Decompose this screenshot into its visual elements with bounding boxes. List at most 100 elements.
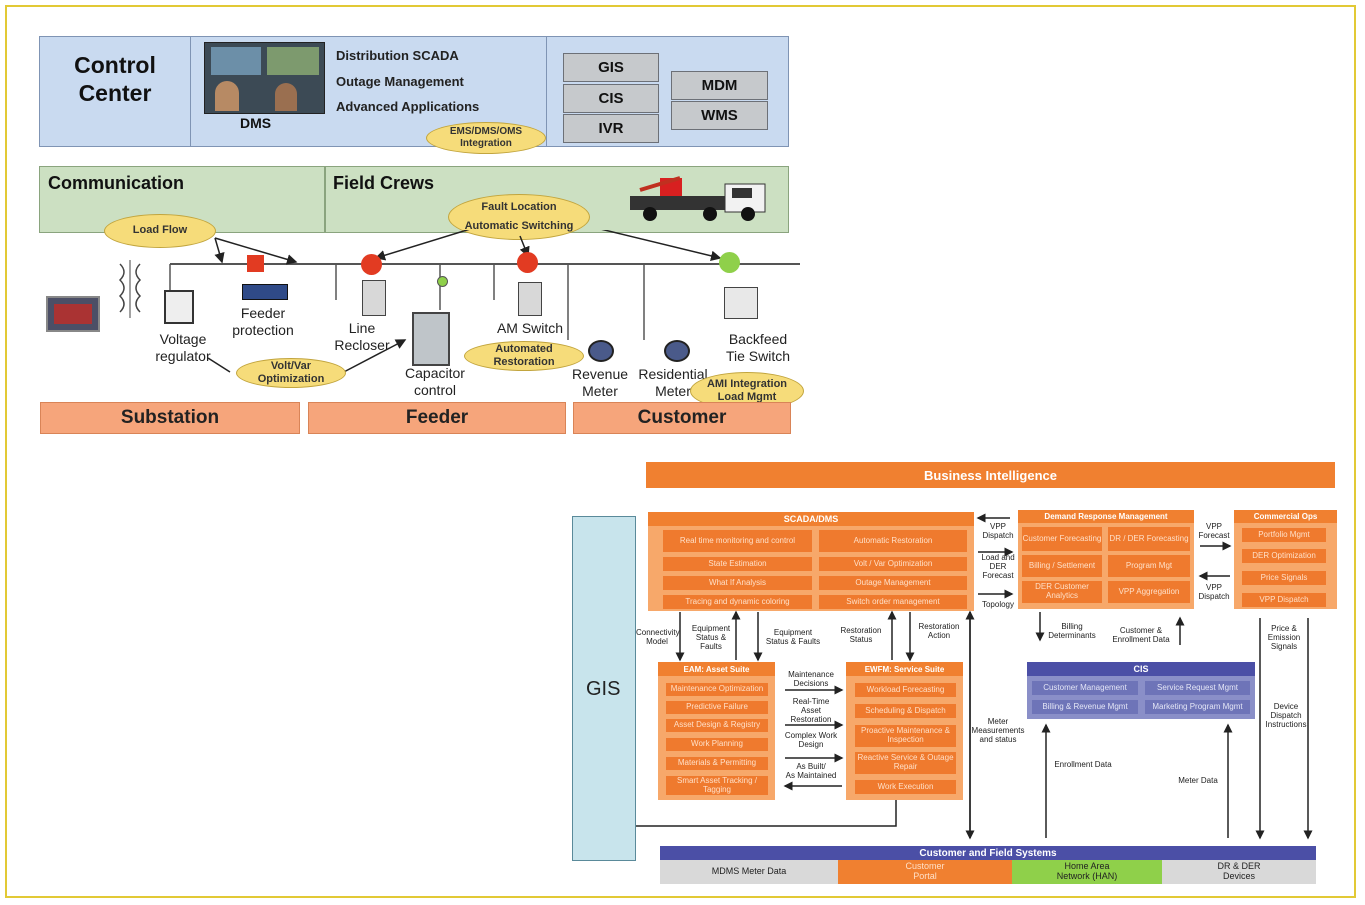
systems-divider <box>546 36 547 147</box>
feeder-protection-label: Feeder protection <box>232 305 294 338</box>
scada-item: Volt / Var Optimization <box>819 557 967 571</box>
eam-item: Maintenance Optimization <box>666 683 768 696</box>
dms-label: DMS <box>240 115 272 131</box>
feeder-line-diagram <box>118 230 800 375</box>
commercial-item: Portfolio Mgmt <box>1242 528 1326 542</box>
eam-title: EAM: Asset Suite <box>658 662 775 676</box>
substation-device-icon <box>46 296 100 332</box>
capacitor-control-label: Capacitor control <box>405 365 465 398</box>
customer-bar: Customer <box>573 402 791 434</box>
field-crews-label: Field Crews <box>333 173 435 193</box>
flow-label: VPP Dispatch <box>1198 583 1230 602</box>
control-center-title: Control Center <box>74 52 156 106</box>
eam-item: Predictive Failure <box>666 701 768 714</box>
backfeed-switch-icon <box>724 287 758 319</box>
flow-label: Restoration Status <box>840 626 882 645</box>
automated-restoration-oval: Automated Restoration <box>464 341 584 371</box>
ivr-box: IVR <box>563 114 659 143</box>
capacitor-control-icon <box>412 312 450 366</box>
gis-box: GIS <box>563 53 659 82</box>
feeder-bar: Feeder <box>308 402 566 434</box>
eam-item: Materials & Permitting <box>666 757 768 770</box>
han-cell: Home Area Network (HAN) <box>1012 860 1162 884</box>
mdms-meter-data-cell: MDMS Meter Data <box>660 860 838 884</box>
flow-label: Topology <box>981 600 1015 609</box>
commercial-item: VPP Dispatch <box>1242 593 1326 607</box>
eam-item: Work Planning <box>666 738 768 751</box>
voltage-regulator-label: Voltage regulator <box>155 331 211 364</box>
gis-label: GIS <box>586 678 621 700</box>
ewfm-item: Reactive Service & Outage Repair <box>855 752 956 774</box>
wms-box: WMS <box>671 101 768 130</box>
drm-item: DER Customer Analytics <box>1022 581 1102 603</box>
flow-label: Meter Data <box>1178 776 1218 785</box>
flow-label: Load and DER Forecast <box>981 553 1015 581</box>
scada-item: Tracing and dynamic coloring <box>663 595 812 609</box>
line-recloser-icon <box>362 280 386 316</box>
volt-var-oval: Volt/Var Optimization <box>236 358 346 388</box>
tie-switch-breaker-green <box>719 252 740 273</box>
drm-title: Demand Response Management <box>1018 510 1194 523</box>
am-switch-label: AM Switch <box>496 320 564 336</box>
ewfm-item: Scheduling & Dispatch <box>855 704 956 718</box>
eam-item: Asset Design & Registry <box>666 719 768 732</box>
scada-item: What If Analysis <box>663 576 812 590</box>
voltage-regulator-icon <box>164 290 194 324</box>
fault-location-oval: Fault Location Automatic Switching <box>448 194 590 240</box>
business-intelligence-bar: Business Intelligence <box>646 462 1335 488</box>
ewfm-item: Work Execution <box>855 780 956 794</box>
revenue-meter-label: Revenue Meter <box>571 366 629 399</box>
load-flow-oval: Load Flow <box>104 214 216 248</box>
cis-item: Marketing Program Mgmt <box>1145 700 1250 714</box>
backfeed-tie-switch-label: Backfeed Tie Switch <box>725 331 791 364</box>
scada-item: Real time monitoring and control <box>663 530 812 552</box>
feeder-breaker-square <box>247 255 264 272</box>
ewfm-item: Workload Forecasting <box>855 683 956 697</box>
dms-function-outage: Outage Management <box>336 74 464 89</box>
residential-meter-label: Residential Meter <box>638 366 708 399</box>
flow-arrows <box>636 513 1313 840</box>
feeder-protection-icon <box>242 284 288 300</box>
flow-label: Restoration Action <box>918 622 960 641</box>
cis-item: Service Request Mgmt <box>1145 681 1250 695</box>
flow-label: Customer & Enrollment Data <box>1112 626 1170 645</box>
flow-label: VPP Forecast <box>1198 522 1230 541</box>
mdm-box: MDM <box>671 71 768 100</box>
dms-photo <box>204 42 325 114</box>
scada-item: Automatic Restoration <box>819 530 967 552</box>
flow-label: Maintenance Decisions <box>788 670 834 689</box>
flow-label: Price & Emission Signals <box>1267 624 1301 652</box>
flow-label: Device Dispatch Instructions <box>1265 702 1307 730</box>
control-center-panel <box>39 36 789 147</box>
communication-label: Communication <box>48 173 185 193</box>
recloser-breaker-red <box>361 254 382 275</box>
commercial-item: Price Signals <box>1242 571 1326 585</box>
control-center-divider <box>190 36 191 147</box>
residential-meter-icon <box>664 340 690 362</box>
ems-integration-oval: EMS/DMS/OMS Integration <box>426 122 546 154</box>
flow-label: Real-Time Asset Restoration <box>790 697 832 725</box>
substation-bar: Substation <box>40 402 300 434</box>
eam-item: Smart Asset Tracking / Tagging <box>666 776 768 795</box>
line-recloser-label: Line Recloser <box>334 320 390 353</box>
customer-portal-cell: Customer Portal <box>838 860 1012 884</box>
dms-function-scada: Distribution SCADA <box>336 48 459 63</box>
flow-label: VPP Dispatch <box>982 522 1014 541</box>
drm-item: Billing / Settlement <box>1022 555 1102 577</box>
drm-item: Customer Forecasting <box>1022 527 1102 551</box>
truck-icon <box>630 176 766 221</box>
dms-function-advanced: Advanced Applications <box>336 99 480 114</box>
scada-item: Outage Management <box>819 576 967 590</box>
scada-item: Switch order management <box>819 595 967 609</box>
scada-item: State Estimation <box>663 557 812 571</box>
am-switch-breaker-red <box>517 252 538 273</box>
commercial-item: DER Optimization <box>1242 549 1326 563</box>
flow-label: Equipment Status & Faults <box>691 624 731 652</box>
flow-label: Connectivity Model <box>636 628 680 647</box>
am-switch-icon <box>518 282 542 316</box>
cis-title: CIS <box>1027 662 1255 676</box>
cis-item: Customer Management <box>1032 681 1138 695</box>
ewfm-item: Proactive Maintenance & Inspection <box>855 725 956 747</box>
capacitor-breaker-green <box>437 276 448 287</box>
drm-item: Program Mgt <box>1108 555 1190 577</box>
